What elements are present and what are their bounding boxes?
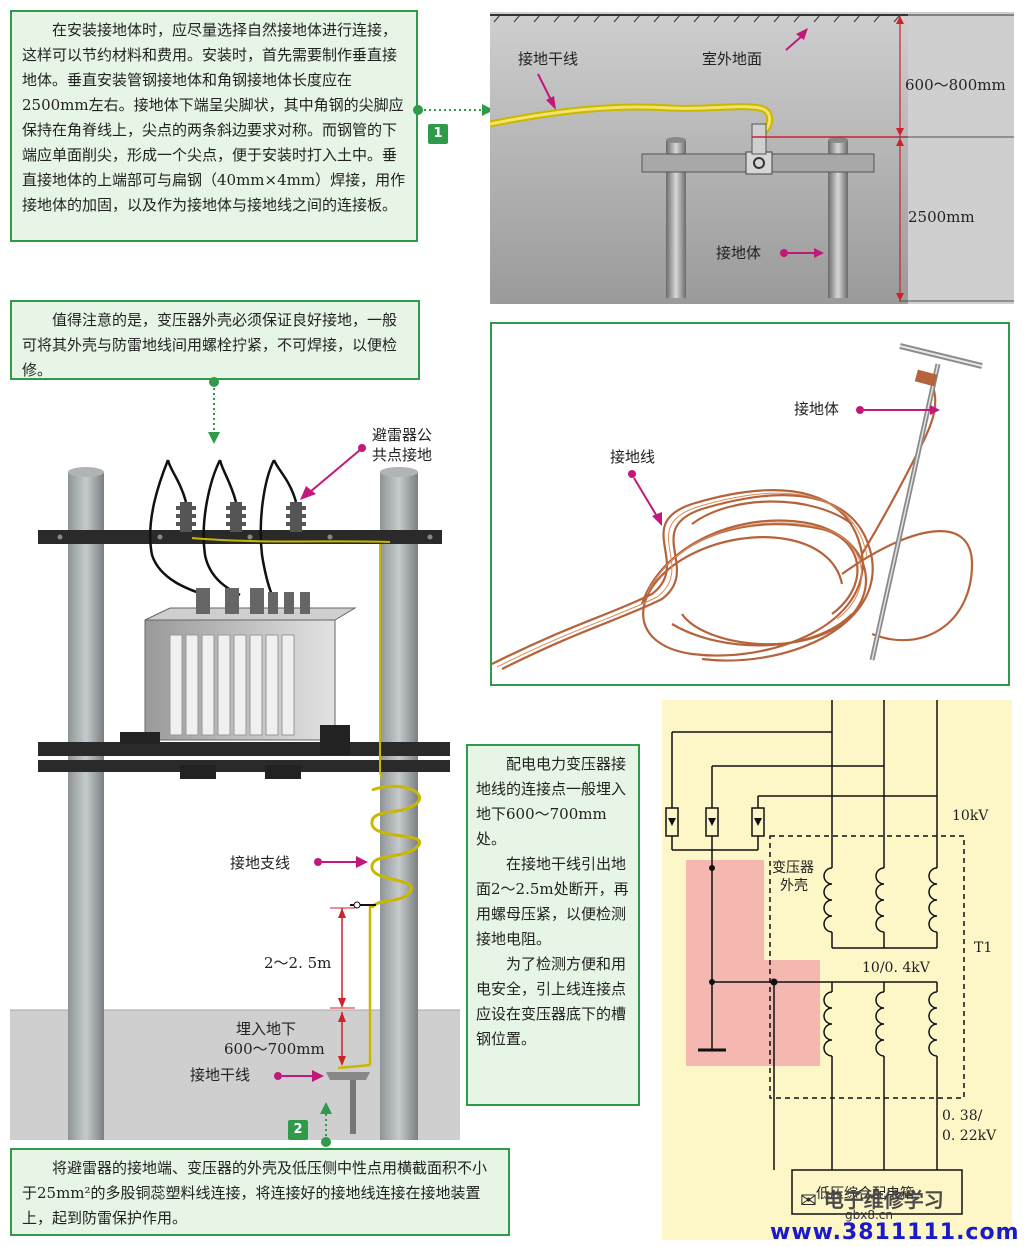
circuit-diagram: 10kV 变压器 外壳 T1 10/0. 4kV 0. 38/ 0. 22kV … — [665, 700, 997, 1215]
note-connection-p1: 配电电力变压器接地线的连接点一般埋入地下600～700mm处。 — [476, 755, 627, 848]
label-length: 2500mm — [908, 208, 975, 226]
watermark-brand: ✉ 电子维修学习 — [800, 1184, 944, 1213]
label-lv-line1: 0. 38/ — [942, 1108, 983, 1124]
watermark-site2: www.3811111.com — [770, 1220, 1020, 1245]
wechat-icon: ✉ — [800, 1188, 817, 1212]
ground-electrode-illustration: 接地干线 室外地面 600～800mm 2500mm 接地体 — [489, 12, 1014, 304]
label-depth: 600～800mm — [905, 76, 1006, 94]
label-trunk-wire: 接地干线 — [518, 50, 578, 68]
label-trunk: 接地干线 — [190, 1066, 250, 1084]
connector-note2 — [320, 1102, 332, 1147]
label-electrode: 接地体 — [716, 244, 761, 262]
label-height: 2～2. 5m — [264, 954, 331, 972]
label-buried-line2: 600～700mm — [224, 1040, 325, 1058]
label-outdoor-surface: 室外地面 — [702, 50, 762, 68]
label-arrester-line1: 避雷器公 — [372, 426, 432, 444]
connector-note-transformer — [208, 377, 220, 444]
label-hv: 10kV — [952, 808, 989, 824]
watermark-brand-text: 电子维修学习 — [823, 1188, 944, 1212]
label-ratio: 10/0. 4kV — [862, 960, 931, 976]
label-shell-line1: 变压器 — [772, 860, 814, 876]
lightning-arresters — [148, 459, 391, 597]
ground-branch-coil — [370, 784, 422, 909]
label-branch-wire: 接地支线 — [230, 854, 290, 872]
label-lv-line2: 0. 22kV — [942, 1128, 997, 1144]
label-distribution-box: 低压综合配电箱 — [816, 1186, 914, 1202]
cable-rod-illustration: 接地体 接地线 — [491, 343, 983, 670]
note-ground-install: 在安装接地体时，应尽量选择自然接地体进行连接，这样可以节约材料和费用。安装时，首… — [10, 10, 418, 242]
note-transformer-shell: 值得注意的是，变压器外壳必须保证良好接地，一般可将其外壳与防雷地线间用螺栓拧紧，… — [10, 300, 420, 380]
label-shell-line2: 外壳 — [780, 877, 808, 894]
note-connection-p2: 在接地干线引出地面2～2.5m处断开，再用螺母压紧，以便检测接地电阻。 — [476, 855, 629, 948]
note-connection-p3: 为了检测方便和用电安全，引上线连接点应设在变压器底下的槽钢位置。 — [476, 955, 627, 1048]
step-badge-2: 2 — [288, 1120, 308, 1140]
note-ground-install-text: 在安装接地体时，应尽量选择自然接地体进行连接，这样可以节约材料和费用。安装时，首… — [22, 21, 406, 214]
note-connection-point: 配电电力变压器接地线的连接点一般埋入地下600～700mm处。 在接地干线引出地… — [466, 744, 640, 1106]
circuit-diagram-panel: 10kV 变压器 外壳 T1 10/0. 4kV 0. 38/ 0. 22kV … — [662, 700, 1012, 1240]
transformer-body — [144, 588, 357, 741]
label-t1: T1 — [974, 940, 992, 956]
pole-left — [68, 472, 104, 1140]
label-ground-wire: 接地线 — [610, 448, 655, 466]
lower-crossarm — [38, 742, 450, 756]
panel-ground-electrode: 接地干线 室外地面 600～800mm 2500mm 接地体 — [489, 12, 1014, 304]
note-lightning-protection-text: 将避雷器的接地端、变压器的外壳及低压侧中性点用横截面积不小于25mm²的多股铜蕊… — [22, 1159, 488, 1227]
label-arrester-line2: 共点接地 — [372, 446, 432, 464]
panel-cable-rod: 接地体 接地线 — [490, 322, 1010, 686]
transformer-shell-shade — [686, 860, 820, 1066]
electrode-pipe-right — [828, 140, 848, 298]
note-transformer-shell-text: 值得注意的是，变压器外壳必须保证良好接地，一般可将其外壳与防雷地线间用螺栓拧紧，… — [22, 311, 398, 379]
label-buried-line1: 埋入地下 — [236, 1020, 296, 1038]
label-rod: 接地体 — [794, 400, 839, 418]
pole-transformer-illustration: 避雷器公 共点接地 接地支线 2～2. 5m 埋入地下 600～700mm 接地… — [10, 426, 460, 1140]
step-badge-1: 1 — [428, 124, 448, 144]
connector-note1 — [413, 104, 494, 116]
electrode-pipe-left — [666, 140, 686, 298]
watermark-site1: gbx8.cn — [845, 1208, 893, 1222]
note-lightning-protection: 将避雷器的接地端、变压器的外壳及低压侧中性点用横截面积不小于25mm²的多股铜蕊… — [10, 1148, 510, 1236]
